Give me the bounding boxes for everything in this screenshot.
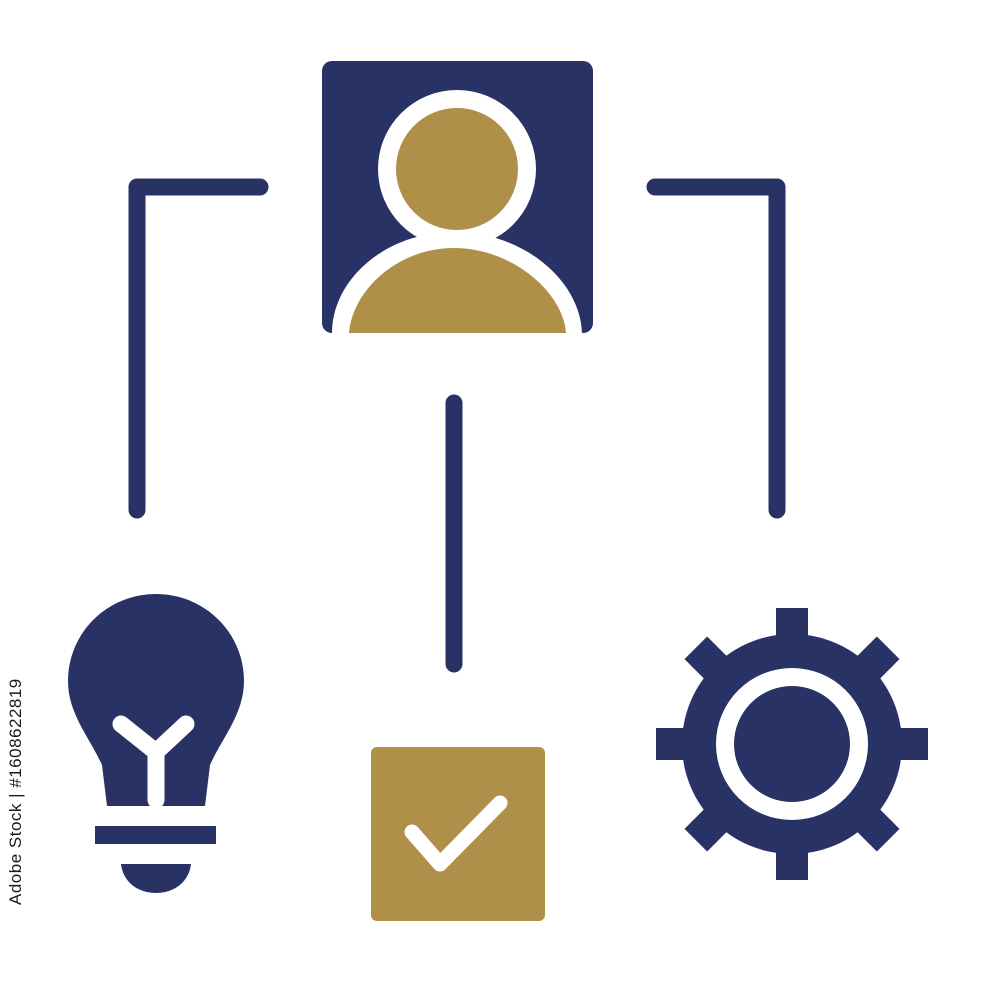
gear-hub (734, 686, 850, 802)
check-mark (404, 795, 508, 872)
person-shoulders (349, 248, 566, 333)
connector-left (128, 178, 269, 519)
lightbulb-collar (95, 826, 216, 844)
lightbulb-glass (68, 594, 244, 806)
lightbulb-filament (112, 715, 195, 809)
checkbox-box (371, 747, 545, 921)
connector-right (646, 178, 786, 519)
checkbox-check-icon (371, 747, 545, 921)
stock-id-text: Adobe Stock | #1608622819 (6, 678, 25, 905)
gear-icon (656, 608, 928, 880)
person-head (396, 108, 518, 230)
lightbulb-icon (68, 594, 244, 893)
person-icon (322, 61, 593, 333)
lightbulb-tip (121, 864, 191, 893)
connectors (128, 178, 786, 673)
